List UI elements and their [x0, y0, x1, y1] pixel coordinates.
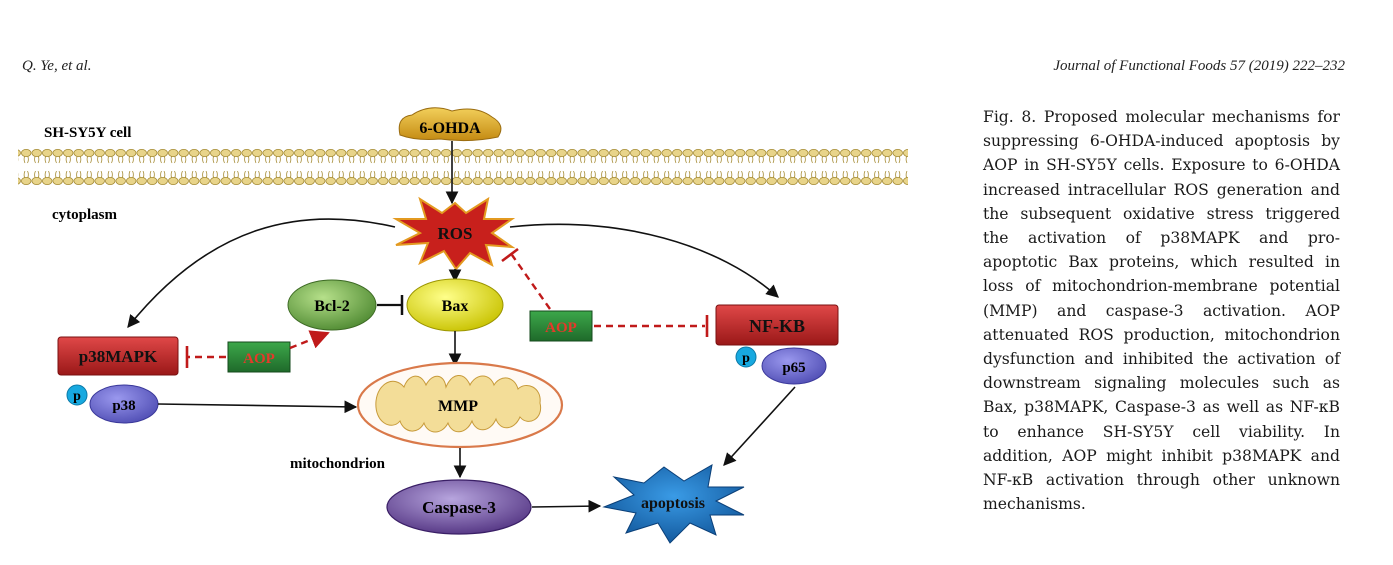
arrow-ros-p38mapk [127, 218, 396, 328]
arrow-ros-nfkb [509, 223, 779, 298]
caption-label: Fig. 8. [983, 108, 1037, 126]
pathway-diagram: SH-SY5Y cell cytoplasm mitochondrion 6-O… [18, 107, 908, 544]
cytoplasm-label: cytoplasm [52, 207, 118, 223]
aop-right-node: AOP [529, 310, 593, 342]
cell-membrane [18, 149, 908, 189]
bcl2-node: Bcl-2 [287, 279, 377, 331]
caspase3-node: Caspase-3 [386, 479, 532, 535]
bcl2-label: Bcl-2 [314, 298, 350, 315]
figure-caption: Fig. 8. Proposed molecular mechanisms fo… [983, 105, 1340, 516]
ohda-label: 6-OHDA [419, 120, 481, 137]
aop-left-node: AOP [227, 341, 291, 373]
p38-phospho: p [66, 384, 88, 406]
bax-node: Bax [406, 278, 504, 332]
apoptosis-node: apoptosis [602, 464, 745, 544]
aop-right-label: AOP [545, 320, 577, 336]
p38mapk-node: p38MAPK [57, 336, 179, 376]
aop-left-label: AOP [243, 351, 275, 367]
mitochondrion-node: MMP [356, 361, 564, 449]
apoptosis-label: apoptosis [641, 495, 705, 512]
p65-label: p65 [782, 360, 805, 376]
running-header-authors: Q. Ye, et al. [22, 58, 92, 74]
inhibit-bar-ros [501, 247, 519, 263]
arrow-p38-mmp [157, 400, 358, 414]
p65-phospho: p [735, 346, 757, 368]
mitochondrion-label: mitochondrion [290, 456, 386, 472]
bax-label: Bax [442, 298, 469, 315]
p38mapk-label: p38MAPK [79, 347, 158, 366]
caspase3-label: Caspase-3 [422, 498, 496, 517]
nfkb-node: NF-KB [715, 304, 839, 346]
arrow-p65-apoptosis [723, 386, 796, 466]
figure-diagram: SH-SY5Y cell cytoplasm mitochondrion 6-O… [0, 95, 960, 555]
p-left-label: p [73, 389, 81, 404]
p38-label: p38 [112, 398, 135, 414]
inhibit-aop-ros [511, 254, 551, 310]
p65-node: p65 [761, 347, 827, 385]
p-right-label: p [742, 351, 750, 366]
ros-label: ROS [438, 224, 473, 243]
arrow-aop-bcl2 [289, 330, 330, 350]
nfkb-label: NF-KB [749, 316, 805, 336]
ohda-node: 6-OHDA [398, 107, 502, 142]
p38-node: p38 [89, 384, 159, 424]
caption-text: Proposed molecular mechanisms for suppre… [983, 108, 1340, 514]
ros-node: ROS [392, 196, 516, 271]
arrow-caspase3-apoptosis [531, 499, 602, 513]
mmp-label: MMP [438, 398, 478, 415]
running-header-journal: Journal of Functional Foods 57 (2019) 22… [1053, 58, 1345, 74]
cell-label: SH-SY5Y cell [44, 125, 131, 141]
